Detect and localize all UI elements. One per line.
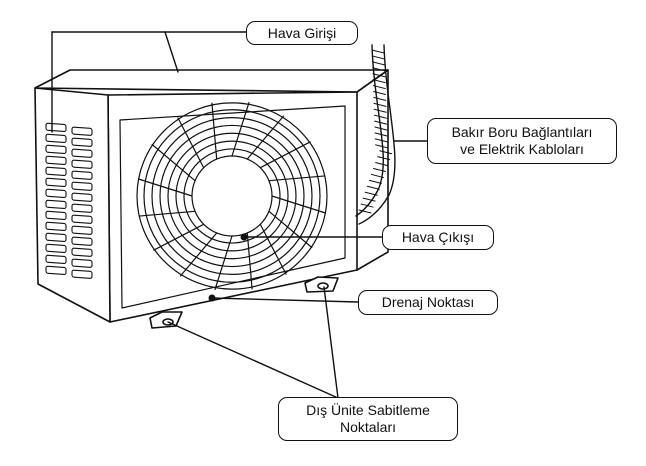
fan-guard-spoke (151, 143, 196, 182)
louvre-slat (45, 221, 67, 232)
fan-guard-spoke (259, 141, 311, 169)
conduit-rib (371, 61, 385, 66)
fan-guard-spoke (259, 223, 287, 275)
fan-guard-spoke (179, 232, 218, 277)
conduit-rib (379, 150, 393, 155)
conduit-rib (371, 49, 385, 54)
fan-guard-spoke (137, 178, 193, 197)
fan-guard-spoke (231, 101, 250, 157)
louvre-slat (45, 265, 67, 276)
conduit-rib (374, 138, 388, 143)
pipe-cable-text-line1: Bakır Boru Bağlantıları (451, 124, 593, 140)
pipe-cable-label: Bakır Boru Bağlantıları ve Elektrik Kabl… (427, 118, 617, 164)
mounting-points-text-line2: Noktaları (339, 419, 397, 435)
conduit-rib (372, 67, 386, 72)
fan-guard-spoke (138, 210, 196, 217)
conduit-rib (370, 173, 384, 178)
fan-guard-ring (183, 148, 281, 244)
fan-guard-spoke (246, 115, 285, 160)
callout-lines (51, 31, 428, 399)
conduit-rib (374, 120, 388, 125)
fan-guard-ring (143, 109, 321, 283)
conduit-rib (373, 102, 387, 107)
louvre-slat (71, 159, 93, 169)
conduit-rib (364, 191, 378, 196)
conduit-rib (362, 197, 376, 202)
fan-guard-ring (151, 116, 313, 276)
conduit-rib (360, 203, 374, 208)
louvre-slat (71, 225, 93, 235)
fan-guard-spoke (211, 102, 218, 160)
mounting-points-text-line1: Dış Ünite Sabitleme (306, 402, 430, 418)
fan-guard-spoke (268, 175, 326, 182)
conduit-rib (374, 126, 388, 131)
louvre-slat (45, 232, 67, 243)
callout-dots (208, 233, 248, 302)
louvre-slat (45, 122, 67, 133)
conduit-rib (358, 209, 372, 214)
fan-guard-ring (175, 140, 289, 252)
louvre-slat (71, 258, 93, 268)
air-inlet-label: Hava Girişi (246, 21, 358, 45)
mounting-points-label: Dış Ünite Sabitleme Noktaları (278, 397, 458, 441)
louvre-slat (45, 166, 67, 177)
conduit-rib (373, 96, 387, 101)
louvre-slat (71, 148, 93, 158)
louvre-slat (45, 243, 67, 254)
conduit-rib (372, 85, 386, 90)
fan-guard-spoke (268, 210, 313, 249)
louvre-slat (45, 188, 67, 199)
louvre-slat (71, 170, 93, 180)
louvre-slat (45, 177, 67, 188)
louvre-slat (45, 155, 67, 166)
conduit-rib (373, 114, 387, 119)
conduit-rib (372, 73, 386, 78)
louvre-slat (71, 214, 93, 224)
air-outlet-text: Hava Çıkışı (401, 229, 475, 245)
air-outlet-label: Hava Çıkışı (382, 225, 494, 250)
fan-guard-spoke (153, 223, 205, 251)
louvre-slat (71, 126, 93, 136)
louvre-slat (71, 236, 93, 246)
fan-guard-spoke (214, 235, 233, 291)
louvre-slat (71, 181, 93, 191)
conduit-rib (372, 79, 386, 84)
fan-guard-ring (167, 132, 297, 260)
conduit-rib (371, 55, 385, 60)
drain-text: Drenaj Noktası (381, 294, 475, 310)
louvre-slat (71, 137, 93, 147)
fan-guard-spoke (246, 232, 253, 290)
louvre-slat (45, 199, 67, 210)
louvre-slat (45, 210, 67, 221)
flexible-conduit (355, 44, 396, 225)
fan-guard-ring (136, 102, 328, 290)
fan-guard-ring (159, 124, 305, 268)
drain-label: Drenaj Noktası (358, 290, 498, 315)
air-inlet-text: Hava Girişi (267, 24, 337, 41)
conduit-rib (375, 144, 389, 149)
fan-guard-spoke (271, 195, 327, 214)
conduit-rib (373, 90, 387, 95)
louvre-slat (71, 192, 93, 202)
conduit-rib (377, 156, 391, 161)
louvre-slat (45, 144, 67, 155)
louvre-slat (71, 269, 93, 279)
louvre-slat (45, 254, 67, 265)
conduit-rib (368, 179, 382, 184)
conduit-rib (375, 162, 389, 167)
louvre-slat (71, 247, 93, 257)
louvre-slat (71, 203, 93, 213)
conduit-rib (373, 168, 387, 173)
fan-guard-spoke (177, 117, 205, 169)
conduit-rib (373, 108, 387, 113)
side-louvres (45, 122, 93, 279)
louvre-slat (45, 133, 67, 144)
conduit-rib (374, 132, 388, 137)
pipe-cable-text-line2: ve Elektrik Kabloları (460, 141, 584, 157)
conduit-rib (366, 185, 380, 190)
fan-guard (136, 101, 328, 291)
